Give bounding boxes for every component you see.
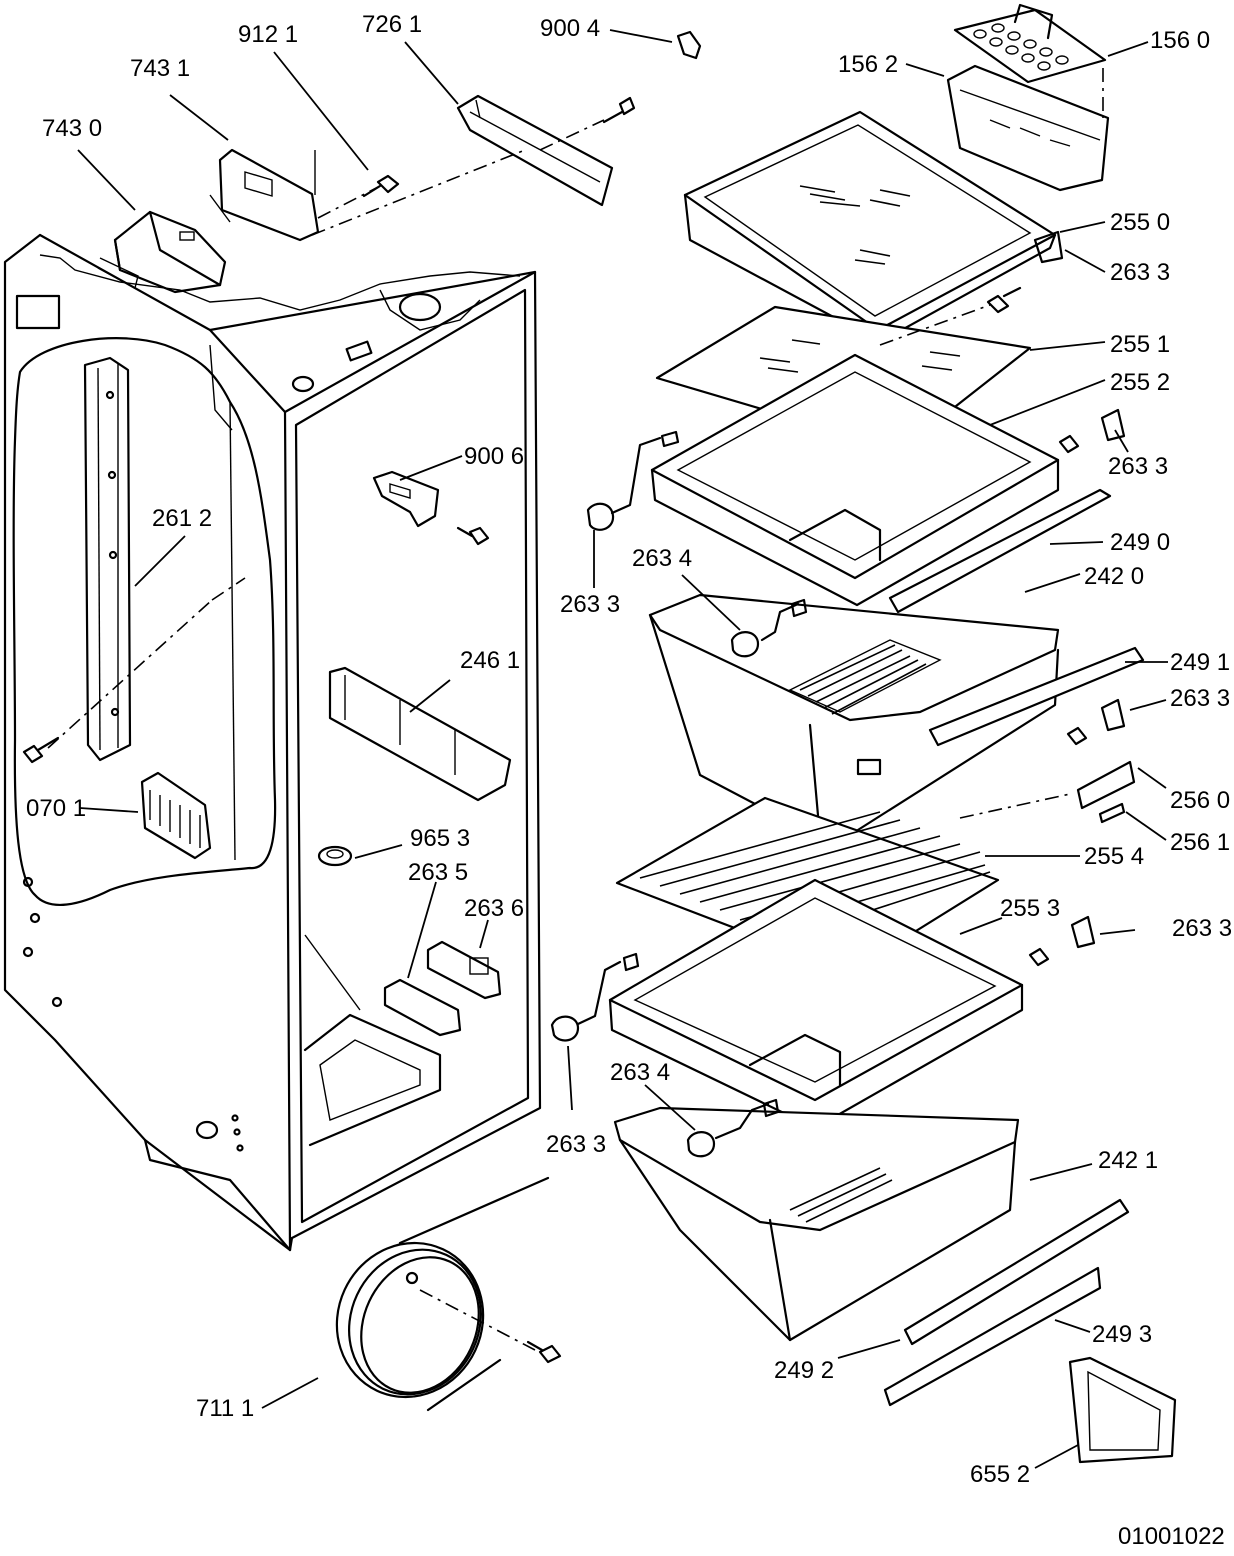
shelf-support-part [686,1098,780,1158]
label-246-1: 246 1 [460,647,520,674]
label-912-1: 912 1 [238,21,298,48]
label-249-3: 249 3 [1092,1321,1152,1348]
trim-strip-part [888,488,1112,614]
screw-icon [22,736,60,764]
screw-icon [602,96,636,124]
screw-icon [456,526,490,546]
label-249-0: 249 0 [1110,529,1170,556]
label-743-1: 743 1 [130,55,190,82]
trim-strip-part [883,1198,1130,1407]
screw-icon [526,1340,562,1364]
label-255-0: 255 0 [1110,209,1170,236]
plug-part [317,845,353,867]
label-255-1: 255 1 [1110,331,1170,358]
label-900-4: 900 4 [540,15,600,42]
shelf-frame-part [608,878,1024,1130]
label-261-2: 261 2 [152,505,212,532]
slide-bracket-part [959,760,1136,824]
control-housing-part [97,210,227,294]
hinge-part [383,940,502,1037]
label-726-1: 726 1 [362,11,422,38]
tubing-coil-part [335,1176,550,1412]
label-263-6: 263 6 [464,895,524,922]
label-263-3: 263 3 [1108,453,1168,480]
label-255-4: 255 4 [1084,843,1144,870]
label-263-3: 263 3 [1170,685,1230,712]
label-156-0: 156 0 [1150,27,1210,54]
clip-part [676,30,702,60]
part-labels: 743 0 743 1 912 1 726 1 900 4 156 2 156 … [26,11,1232,1550]
diagram-code: 01001022 [1118,1523,1225,1550]
label-263-3: 263 3 [546,1131,606,1158]
label-249-1: 249 1 [1170,649,1230,676]
label-711-1: 711 1 [196,1395,254,1422]
label-655-2: 655 2 [970,1461,1030,1488]
shelf-support-part [550,915,1096,1042]
shelf-bracket-part [328,666,512,802]
label-255-3: 255 3 [1000,895,1060,922]
label-242-1: 242 1 [1098,1147,1158,1174]
label-242-0: 242 0 [1084,563,1144,590]
shelf-support-part [986,230,1064,314]
shelf-support-part [730,598,808,658]
label-965-3: 965 3 [410,825,470,852]
label-256-0: 256 0 [1170,787,1230,814]
leader-lines [77,29,1168,1469]
top-shelf-part [683,110,1057,344]
label-156-2: 156 2 [838,51,898,78]
label-743-0: 743 0 [42,115,102,142]
label-263-5: 263 5 [408,859,468,886]
alignment-lines [47,119,991,1351]
egg-bin-part [946,64,1110,192]
label-263-3: 263 3 [1172,915,1232,942]
label-263-3: 263 3 [560,591,620,618]
label-263-4: 263 4 [632,545,692,572]
label-249-2: 249 2 [774,1357,834,1384]
top-rail-part [456,94,614,207]
label-900-6: 900 6 [464,443,524,470]
shelf-support-part [586,408,1126,531]
label-256-1: 256 1 [1170,829,1230,856]
label-263-4: 263 4 [610,1059,670,1086]
trim-strip-part [928,646,1145,747]
refrigerator-cabinet [3,233,542,1252]
screw-icon [362,174,400,198]
cover-plate-part [1068,1356,1177,1464]
egg-tray-part [953,3,1107,84]
label-070-1: 070 1 [26,795,86,822]
bracket-part [372,470,440,528]
label-263-3: 263 3 [1110,259,1170,286]
shelf-frame-part [650,353,1060,607]
label-255-2: 255 2 [1110,369,1170,396]
shelf-support-part [1066,698,1126,746]
bracket-part [209,148,320,242]
